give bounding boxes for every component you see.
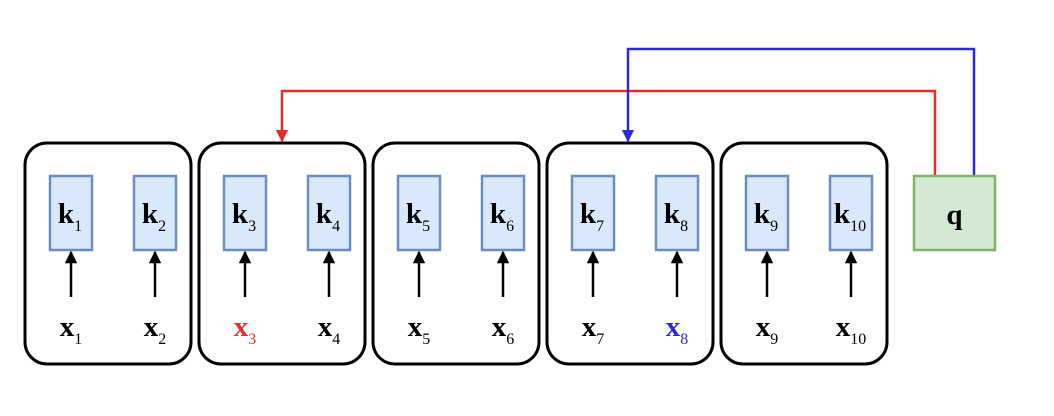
input-label-2: x2 [144,311,167,348]
key-group-4: k7 x7 k8 x8 [545,141,715,366]
key-label-1: k1 [58,198,82,235]
key-box-2 [132,174,178,252]
input-label-6: x6 [492,311,515,348]
key-label-3: k3 [232,198,256,235]
input-label-5: x5 [408,311,431,348]
key-label-2: k2 [142,198,166,235]
key-group-5: k9 x9 k10 x10 [719,141,889,366]
key-label-7: k7 [580,198,604,235]
query-label: q [946,199,962,231]
input-label-7: x7 [582,311,605,348]
key-box-10 [828,174,874,252]
key-box-5 [396,174,442,252]
key-box-9 [744,174,790,252]
key-group-2: k3 x3 k4 x4 [197,141,367,366]
key-box-1 [48,174,94,252]
query-box [912,174,997,252]
query-connections [275,47,976,176]
input-label-10: x10 [836,311,867,348]
query-node: q [912,174,997,252]
key-group-1: k1 x1 k2 x2 [23,141,193,366]
key-group-3: k5 x5 k6 x6 [371,141,541,366]
input-label-9: x9 [756,311,779,348]
query-connection-blue [621,47,976,176]
key-box-7 [570,174,616,252]
key-label-5: k5 [406,198,430,235]
key-box-4 [306,174,352,252]
key-box-8 [654,174,700,252]
key-groups: k1 x1 k2 x2 k3 x3 k4 x4 k5 x5 k6 x6 k7 x7 k8 x8 k9 x9 k10 x… [23,141,889,366]
key-box-6 [480,174,526,252]
key-label-10: k10 [834,198,866,235]
key-box-3 [222,174,268,252]
query-connection-red [275,89,937,176]
key-label-9: k9 [754,198,778,235]
input-label-8: x8 [666,311,689,348]
input-label-1: x1 [60,311,83,348]
key-label-8: k8 [664,198,688,235]
input-label-3: x3 [234,311,257,348]
key-label-4: k4 [316,198,340,235]
input-label-4: x4 [318,311,341,348]
key-label-6: k6 [490,198,514,235]
